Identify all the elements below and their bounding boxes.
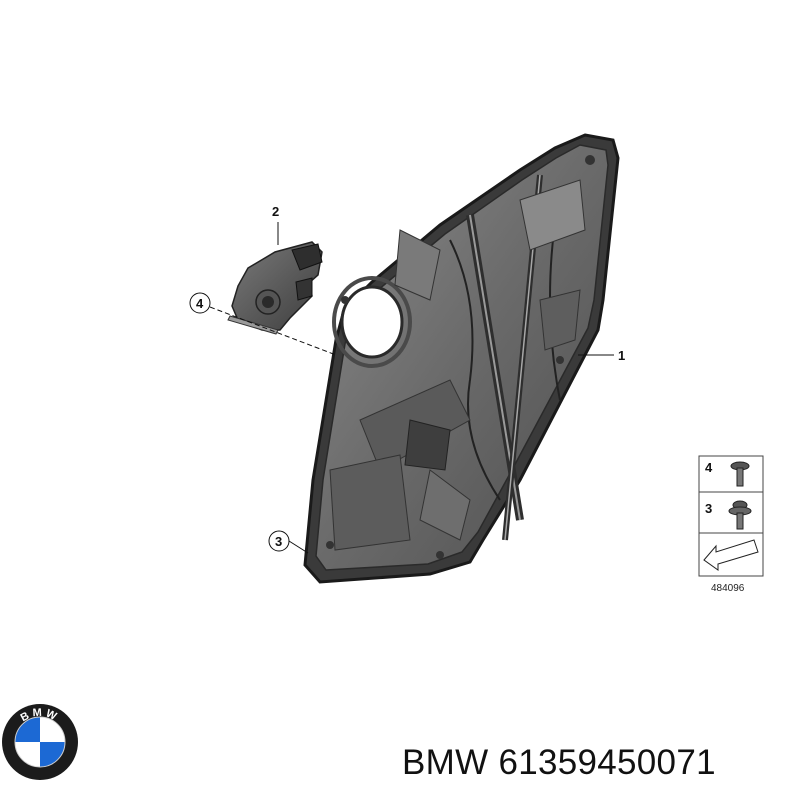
door-carrier-panel (303, 133, 620, 584)
fastener-legend: 4 3 484096 (698, 455, 764, 594)
callout-1: 1 (578, 348, 625, 363)
diagram-id: 484096 (711, 583, 745, 594)
legend-number-3: 3 (705, 501, 712, 516)
callout-2-label: 2 (272, 204, 279, 219)
flange-screw-icon (728, 500, 752, 530)
callout-2: 2 (272, 204, 279, 245)
caption-brand: BMW (402, 743, 489, 782)
window-motor (227, 241, 323, 335)
bmw-roundel-icon: BMW (2, 704, 78, 780)
legend-number-4: 4 (705, 460, 713, 475)
callout-4-label: 4 (196, 296, 204, 311)
callout-3: 3 (268, 530, 309, 554)
caption-part-number: 61359450071 (498, 743, 716, 782)
direction-arrow-icon (703, 539, 759, 571)
logo-brand-text: BMW (19, 707, 59, 725)
screw-icon (730, 461, 750, 487)
callout-3-label: 3 (275, 534, 282, 549)
callout-1-label: 1 (618, 348, 625, 363)
callout-4: 4 (189, 292, 337, 356)
svg-text:BMW: BMW (19, 707, 62, 725)
